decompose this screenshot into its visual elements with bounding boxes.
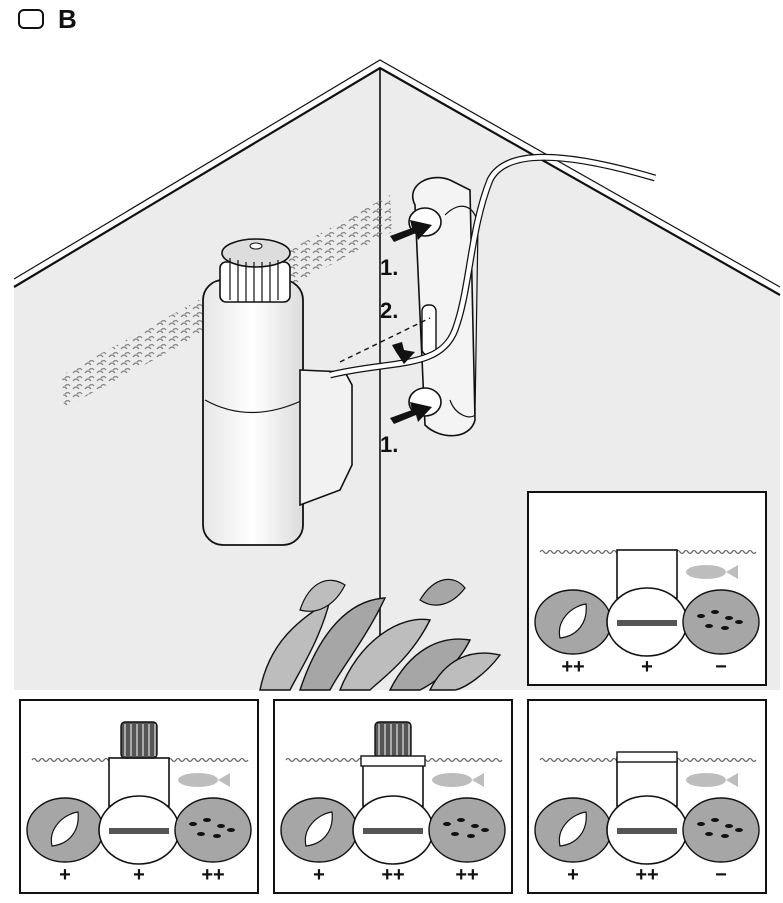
filter-media-circle bbox=[352, 795, 434, 865]
small-fish-icon bbox=[467, 834, 475, 838]
arrow-icon bbox=[390, 220, 432, 424]
rating-label: + bbox=[567, 864, 579, 886]
small-fish-icon bbox=[721, 834, 729, 838]
leaf-icon bbox=[50, 811, 79, 847]
leaf-circle bbox=[280, 797, 358, 863]
small-fish-icon bbox=[705, 832, 713, 836]
fish-icon bbox=[432, 773, 484, 787]
small-fish-icon bbox=[471, 824, 479, 828]
small-fish-icon bbox=[697, 614, 705, 618]
small-fish-icon bbox=[217, 824, 225, 828]
filter-icon bbox=[120, 721, 158, 759]
small-fish-circle bbox=[682, 797, 760, 863]
leaf-icon bbox=[558, 811, 587, 847]
filter-icon bbox=[616, 751, 678, 763]
leaf-icon bbox=[558, 603, 587, 639]
rating-label: ++ bbox=[635, 864, 659, 886]
filter-icon bbox=[360, 721, 426, 767]
rating-label: − bbox=[715, 656, 727, 678]
rating-label: ++ bbox=[381, 864, 405, 886]
small-fish-circle bbox=[682, 589, 760, 655]
small-fish-icon bbox=[735, 620, 743, 624]
small-fish-icon bbox=[203, 818, 211, 822]
small-fish-icon bbox=[189, 822, 197, 826]
rating-label: + bbox=[59, 864, 71, 886]
filter-body bbox=[616, 549, 678, 599]
small-fish-icon bbox=[725, 616, 733, 620]
plant-icon bbox=[259, 578, 502, 691]
inset-panel bbox=[527, 699, 767, 894]
inset-panel bbox=[527, 491, 767, 686]
small-fish-icon bbox=[213, 834, 221, 838]
inset-panel bbox=[19, 699, 259, 894]
rating-label: + bbox=[133, 864, 145, 886]
section-label: B bbox=[58, 4, 77, 34]
small-fish-icon bbox=[705, 624, 713, 628]
filter-media-circle bbox=[98, 795, 180, 865]
fish-icon bbox=[178, 773, 230, 787]
inset-panel bbox=[273, 699, 513, 894]
filter-media-circle bbox=[606, 587, 688, 657]
dashed-guide bbox=[339, 317, 431, 363]
leaf-icon bbox=[304, 811, 333, 847]
rating-label: ++ bbox=[201, 864, 225, 886]
power-cable bbox=[329, 153, 656, 379]
small-fish-circle bbox=[428, 797, 506, 863]
suction-cup-icon bbox=[408, 176, 479, 437]
small-fish-icon bbox=[711, 610, 719, 614]
header: B bbox=[18, 6, 77, 32]
small-fish-icon bbox=[443, 822, 451, 826]
step-label-1-top: 1. bbox=[380, 255, 399, 280]
small-fish-icon bbox=[481, 828, 489, 832]
step-label-2: 2. bbox=[380, 298, 399, 323]
rating-label: + bbox=[641, 656, 653, 678]
leaf-circle bbox=[534, 589, 612, 655]
small-fish-icon bbox=[735, 828, 743, 832]
fish-icon bbox=[686, 773, 738, 787]
rating-label: − bbox=[715, 864, 727, 886]
small-fish-icon bbox=[197, 832, 205, 836]
small-fish-icon bbox=[451, 832, 459, 836]
small-fish-icon bbox=[227, 828, 235, 832]
fish-icon bbox=[686, 565, 738, 579]
rating-label: ++ bbox=[455, 864, 479, 886]
rating-label: ++ bbox=[561, 656, 585, 678]
small-fish-circle bbox=[174, 797, 252, 863]
small-fish-icon bbox=[721, 626, 729, 630]
small-fish-icon bbox=[697, 822, 705, 826]
checkbox-icon bbox=[18, 9, 44, 29]
small-fish-icon bbox=[725, 824, 733, 828]
filter-media-circle bbox=[606, 795, 688, 865]
leaf-circle bbox=[534, 797, 612, 863]
small-fish-icon bbox=[711, 818, 719, 822]
leaf-circle bbox=[26, 797, 104, 863]
filter-icon bbox=[202, 238, 353, 546]
small-fish-icon bbox=[457, 818, 465, 822]
rating-label: + bbox=[313, 864, 325, 886]
step-label-1-bottom: 1. bbox=[380, 432, 399, 457]
